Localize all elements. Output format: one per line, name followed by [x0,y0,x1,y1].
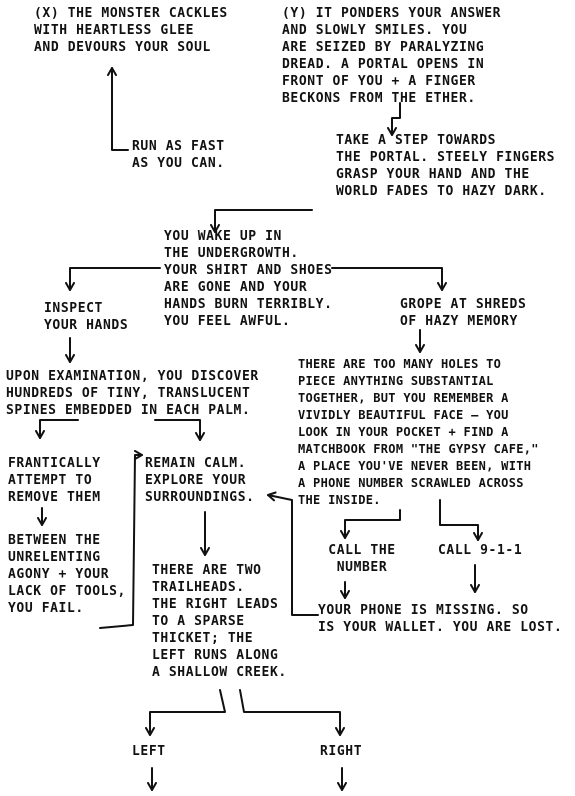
node-frantically-remove: Frantically attempt to remove them [8,456,101,505]
node-left-choice: Left [132,744,166,759]
arrow-step-to-wake [210,209,313,233]
node-monster-devours: (x) The monster cackles with heartless g… [34,6,228,55]
arrow-holes-to-call911 [439,499,483,541]
node-examination-spines: Upon examination, you discover hundreds … [6,369,259,418]
arrow-between-to-calm [99,450,143,629]
node-call-the-number: Call the number [328,543,396,575]
node-call-911: Call 9-1-1 [438,543,523,558]
node-grope-memory: Grope at shreds of hazy memory [400,297,527,329]
node-run-fast: Run as fast as you can. [132,139,225,171]
arrow-ponders-to-step [387,102,401,136]
arrow-wake-to-inspect [65,267,161,291]
node-right-choice: Right [320,744,363,759]
arrow-run-to-monster [107,67,129,151]
arrow-missing-to-calm [267,491,319,616]
arrow-trailheads-to-right [239,689,345,736]
node-too-many-holes: There are too many holes to piece anythi… [298,357,539,507]
node-portal-opens: (y) It ponders your answer and slowly sm… [282,6,502,106]
node-you-fail: Between the unrelenting agony + your lac… [8,533,126,616]
node-phone-missing: Your phone is missing. So is your wallet… [318,603,563,635]
node-remain-calm: Remain calm. Explore your surroundings. [145,456,255,505]
arrow-exam-to-frantically [35,419,79,439]
arrow-holes-to-callnumber [340,509,401,539]
node-wake-undergrowth: You wake up in the undergrowth. Your shi… [164,229,333,329]
node-inspect-hands: Inspect your hands [44,301,129,333]
arrow-exam-to-calm [154,419,205,441]
arrow-wake-to-grope [331,267,447,291]
node-two-trailheads: There are two trailheads. The right lead… [152,563,287,680]
arrow-trailheads-to-left [145,689,226,736]
node-step-toward-portal: Take a step towards the portal. Steely f… [336,133,556,199]
